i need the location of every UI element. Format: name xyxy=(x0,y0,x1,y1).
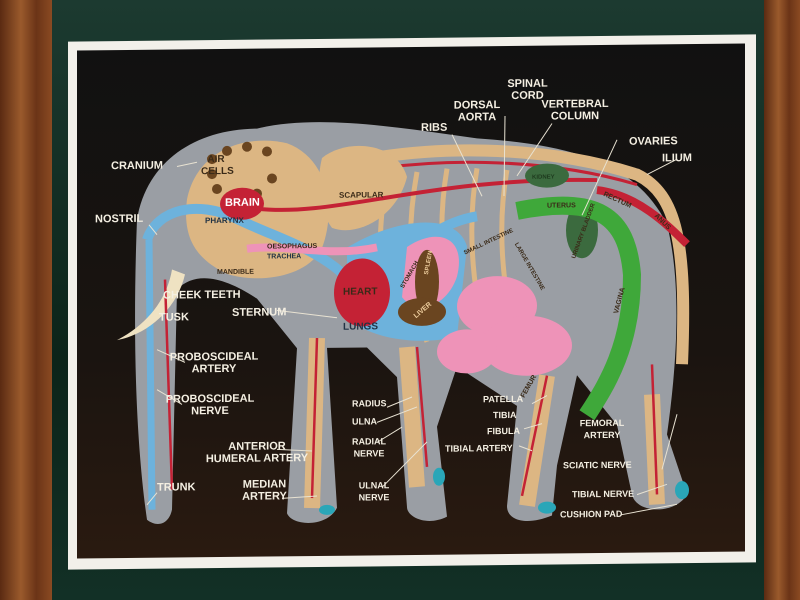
label-scapular: SCAPULAR xyxy=(339,190,384,200)
label-cheek-teeth: CHEEK TEETH xyxy=(163,288,241,302)
label-tibial-artery: TIBIAL ARTERY xyxy=(445,442,513,454)
anatomy-poster: CRANIUM AIR CELLS BRAIN NOSTRIL PHARYNX … xyxy=(68,34,756,570)
label-mandible: MANDIBLE xyxy=(217,268,254,277)
spleen xyxy=(415,249,439,314)
scapula-bone xyxy=(319,145,407,231)
rectum xyxy=(596,186,690,247)
liver xyxy=(398,297,446,326)
label-nostril: NOSTRIL xyxy=(95,212,144,226)
label-ulnal-nerve: ULNAL NERVE xyxy=(358,480,390,503)
label-anterior-humeral-artery: ANTERIOR HUMERAL ARTERY xyxy=(205,440,309,466)
label-pharynx: PHARYNX xyxy=(205,215,244,226)
label-median-artery: MEDIAN ARTERY xyxy=(242,478,287,503)
label-ovaries: OVARIES xyxy=(629,135,678,148)
label-ilium: ILIUM xyxy=(662,152,692,165)
poster-panel: CRANIUM AIR CELLS BRAIN NOSTRIL PHARYNX … xyxy=(77,43,745,559)
trunk-airway xyxy=(145,239,156,510)
heart xyxy=(334,258,390,327)
label-trunk: TRUNK xyxy=(157,481,196,494)
label-uterus: UTERUS xyxy=(547,202,576,210)
label-kidney: KIDNEY xyxy=(532,174,555,181)
label-trachea: TRACHEA xyxy=(267,253,302,261)
brain xyxy=(220,187,264,220)
label-dorsal-aorta: DORSAL AORTA xyxy=(453,99,501,124)
label-cranium: CRANIUM xyxy=(111,159,163,173)
label-sciatic-nerve: SCIATIC NERVE xyxy=(563,459,632,471)
vertebral-column xyxy=(325,144,690,365)
oesophagus xyxy=(246,243,378,256)
label-lungs: LUNGS xyxy=(343,321,378,333)
label-tibial-nerve: TIBIAL NERVE xyxy=(572,488,635,500)
label-femoral-artery: FEMORAL ARTERY xyxy=(579,417,625,441)
label-cushion-pad: CUSHION PAD xyxy=(560,508,623,520)
label-radius: RADIUS xyxy=(352,398,387,409)
label-radial-nerve: RADIAL NERVE xyxy=(352,436,386,459)
label-fibula: FIBULA xyxy=(487,425,520,437)
reproductive-tract xyxy=(515,196,642,421)
intestines xyxy=(437,276,572,376)
label-ulna: ULNA xyxy=(352,416,377,427)
label-proboscideal-nerve: PROBOSCIDEAL NERVE xyxy=(165,392,255,418)
label-patella: PATELLA xyxy=(483,393,524,405)
label-air-cells: AIR CELLS xyxy=(201,153,234,178)
label-tusk: TUSK xyxy=(159,311,189,324)
cushion-pad-icon xyxy=(319,467,689,515)
label-heart: HEART xyxy=(343,286,378,298)
leader-lines xyxy=(146,116,678,516)
label-sternum: STERNUM xyxy=(232,306,287,319)
wooden-frame-right xyxy=(764,0,800,600)
elephant-anatomy-illustration xyxy=(117,116,690,524)
label-vertebral-column: VERTEBRAL COLUMN xyxy=(541,97,609,123)
label-tibia: TIBIA xyxy=(493,409,517,421)
kidney xyxy=(525,163,569,188)
label-proboscideal-artery: PROBOSCIDEAL ARTERY xyxy=(169,350,259,376)
wooden-frame-left xyxy=(0,0,52,600)
tusk xyxy=(117,269,185,341)
leg-arteries xyxy=(163,279,659,499)
label-brain: BRAIN xyxy=(225,196,260,209)
label-ribs: RIBS xyxy=(421,121,448,134)
